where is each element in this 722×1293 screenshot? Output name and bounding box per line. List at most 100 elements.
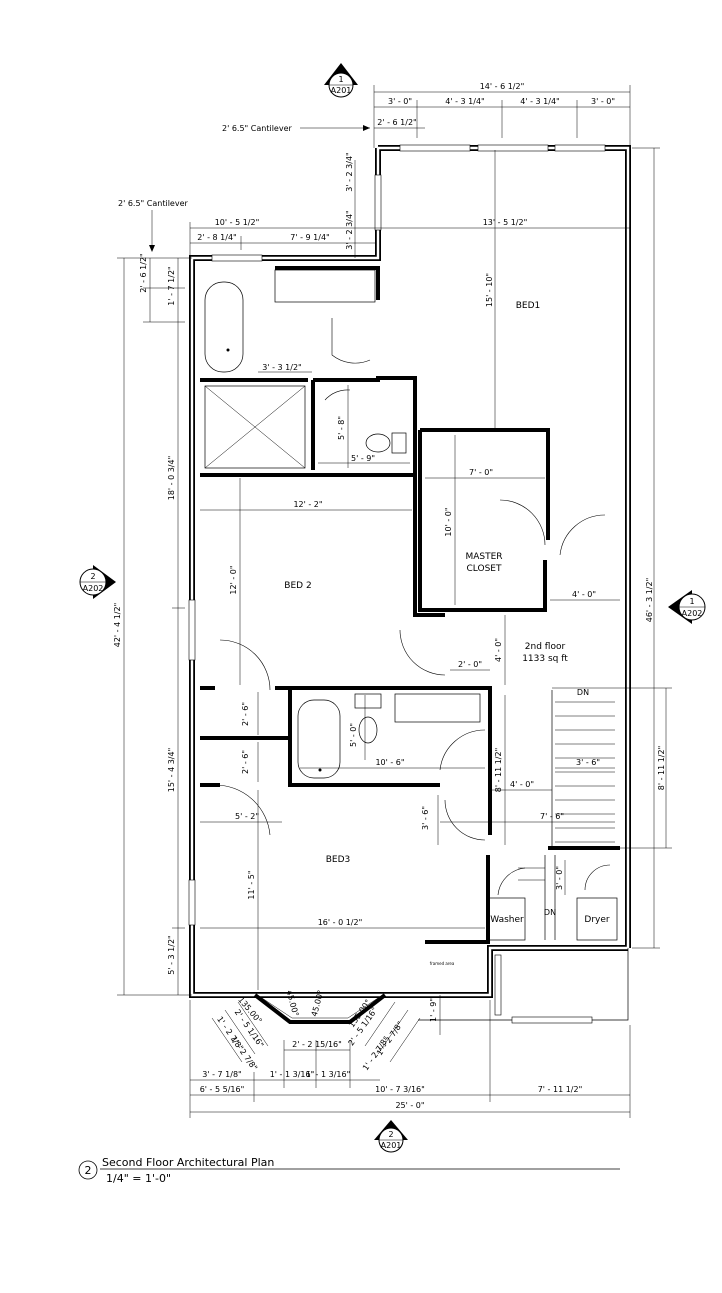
windows [188,144,606,926]
dim-bed3-w: 16' - 0 1/2" [318,918,363,927]
dim-lin2: 2' - 6" [241,750,250,774]
stairs [518,690,615,940]
dim-stair-w: 3' - 6" [576,758,600,767]
dim-bed2-h: 12' - 0" [229,565,238,594]
dim-bot-a: 3' - 7 1/8" [202,1070,241,1079]
tag-right-sheet: A202 [682,609,703,618]
dim-bed2-w: 12' - 2" [293,500,322,509]
dim-bot-e: 10' - 7 3/16" [375,1085,425,1094]
dimension-lines [117,85,672,1118]
room-label-washer: Washer [490,915,524,925]
dim-closet-h: 10' - 0" [444,507,453,536]
dim-bot-overall: 25' - 0" [395,1101,424,1110]
room-label-dryer: Dryer [584,915,609,925]
shower-icon [204,385,306,469]
dim-left-v4: 15' - 4 3/4" [167,748,176,793]
dim-lin1: 2' - 6" [241,702,250,726]
toilet-icon [365,433,391,453]
dim-wc-w: 5' - 9" [351,454,375,463]
dim-top-c: 4' - 3 1/4" [520,97,559,106]
dim-bed3-door: 3' - 6" [421,806,430,830]
stair-dn-bottom: DN [544,908,556,917]
floor-label: 2nd floor [525,642,566,652]
dim-closet-w: 7' - 0" [469,468,493,477]
tub-icon [204,281,244,373]
bay-window [253,993,387,1024]
section-tag-bottom: 2 A201 [374,1120,408,1153]
dim-top-b: 4' - 3 1/4" [445,97,484,106]
dim-left-a: 2' - 8 1/4" [197,233,236,242]
dim-bot-d: 6' - 5 5/16" [200,1085,245,1094]
dim-top-overall: 14' - 6 1/2" [480,82,525,91]
door-swings [214,318,606,841]
dim-bed3-h: 11' - 5" [247,870,256,899]
area-label: 1133 sq ft [522,654,568,664]
tag-right-num: 1 [689,597,694,606]
dim-laundry-v: 3' - 0" [555,866,564,890]
section-tag-top: 1 A201 [324,63,358,98]
room-label-bed3: BED3 [326,855,351,865]
dim-left-b: 7' - 9 1/4" [290,233,329,242]
deck-outline [418,948,629,1024]
tub2-icon [297,699,341,779]
room-label-closet-1: MASTER [465,552,502,562]
section-tag-right: 1 A202 [668,590,706,624]
note-cantilever-top: 2' 6.5" Cantilever [222,124,292,133]
dim-bath-w: 3' - 3 1/2" [262,363,301,372]
tag-top-sheet: A201 [331,86,352,95]
title-scale: 1/4" = 1'-0" [106,1172,171,1185]
dim-v-cant-b: 3' - 2 3/4" [345,210,354,249]
dim-left-overall: 42' - 4 1/2" [113,603,122,648]
dim-hall-2ft: 2' - 0" [458,660,482,669]
title-number: 2 [85,1164,92,1177]
dim-left-width: 10' - 5 1/2" [215,218,260,227]
dim-left-v3: 18' - 0 3/4" [167,456,176,501]
dim-left-v5: 5' - 3 1/2" [167,935,176,974]
dryer-icon [576,897,618,941]
room-label-bed2: BED 2 [284,581,311,591]
dim-bath2-h: 5' - 0" [349,723,358,747]
dim-bot-f: 7' - 11 1/2" [538,1085,583,1094]
dim-bay-center: 2' - 2 15/16" [292,1040,342,1049]
note-cantilever-left: 2' 6.5" Cantilever [118,199,188,208]
dim-top-d: 3' - 0" [591,97,615,106]
dim-wc-h: 5' - 8" [337,416,346,440]
title-name: Second Floor Architectural Plan [102,1156,274,1169]
tag-left-num: 2 [90,572,95,581]
dim-hall-7ft: 7' - 6" [540,812,564,821]
toilet2-icon [358,716,378,744]
dim-bed3-a: 5' - 2" [235,812,259,821]
dim-hall-v8: 8' - 11 1/2" [494,748,503,793]
dim-left-v1: 2' - 6 1/2" [139,253,148,292]
master-bath-fixtures [204,269,407,469]
dim-top-cant: 2' - 6 1/2" [377,118,416,127]
washer-icon [488,897,526,941]
dimension-labels: 14' - 6 1/2" 3' - 0" 4' - 3 1/4" 4' - 3 … [113,82,666,1110]
dim-bed1-width: 13' - 5 1/2" [483,218,528,227]
laundry [488,864,618,941]
dim-bay-1-9: 1' - 9" [429,998,438,1022]
dim-hall-v4: 4' - 0" [494,638,503,662]
dim-bath2-w: 10' - 6" [375,758,404,767]
dim-bed1-height: 15' - 10" [485,273,494,307]
dim-hall-4ft-b: 4' - 0" [510,780,534,789]
dim-top-a: 3' - 0" [388,97,412,106]
dim-hall-4ft: 4' - 0" [572,590,596,599]
small-note: framed area [430,961,455,966]
notes: 2' 6.5" Cantilever 2' 6.5" Cantilever [118,124,292,208]
hall-bath-fixtures [297,693,481,779]
section-tag-left: 2 A202 [79,565,116,599]
dim-v-cant-a: 3' - 2 3/4" [345,152,354,191]
tag-bottom-num: 2 [388,1130,393,1139]
title-block: 2 Second Floor Architectural Plan 1/4" =… [78,1156,620,1185]
dim-left-v2: 1' - 7 1/2" [167,266,176,305]
tag-bottom-sheet: A201 [381,1141,402,1150]
tag-left-sheet: A202 [83,584,104,593]
dim-bay-r3: 1' - 2 7/8" [361,1035,391,1072]
room-label-bed1: BED1 [516,301,541,311]
dim-right-overall: 46' - 3 1/2" [645,578,654,623]
tag-top-num: 1 [338,75,343,84]
dim-bot-b: 1' - 1 3/16" [270,1070,315,1079]
dim-right-stair: 8' - 11 1/2" [657,746,666,791]
